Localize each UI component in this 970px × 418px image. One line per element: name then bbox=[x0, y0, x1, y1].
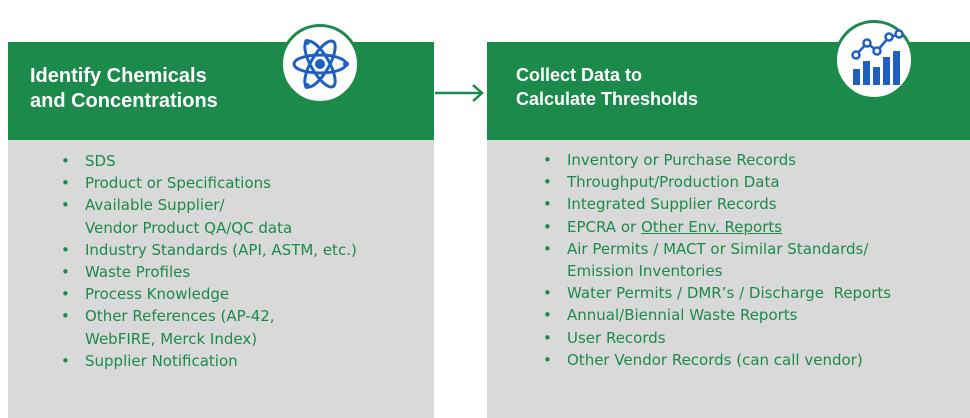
list-item: Water Permits / DMR’s / Discharge Report… bbox=[540, 282, 891, 304]
list-item: Process Knowledge bbox=[58, 283, 357, 305]
panel-header: Identify Chemicals and Concentrations bbox=[8, 42, 434, 140]
list-item: Air Permits / MACT or Similar Standards/… bbox=[540, 238, 891, 282]
list-item: Available Supplier/ Vendor Product QA/QC… bbox=[58, 194, 357, 238]
chart-icon-badge bbox=[834, 20, 914, 100]
panel-title: Collect Data to Calculate Thresholds bbox=[516, 63, 698, 111]
list-item: EPCRA or Other Env. Reports bbox=[540, 216, 891, 238]
list-item: Supplier Notification bbox=[58, 350, 357, 372]
list-item: Waste Profiles bbox=[58, 261, 357, 283]
panel-title-line: Collect Data to bbox=[516, 65, 643, 85]
bullet-list: SDS Product or Specifications Available … bbox=[58, 150, 357, 372]
list-item: Industry Standards (API, ASTM, etc.) bbox=[58, 239, 357, 261]
list-item: Inventory or Purchase Records bbox=[540, 149, 891, 171]
atom-icon-badge bbox=[280, 24, 360, 104]
list-item: Annual/Biennial Waste Reports bbox=[540, 304, 891, 326]
identify-chemicals-panel: Identify Chemicals and Concentrations SD… bbox=[8, 42, 434, 418]
panel-title: Identify Chemicals and Concentrations bbox=[30, 64, 218, 114]
collect-data-panel: Collect Data to Calculate Thresholds Inv… bbox=[487, 42, 970, 418]
atom-icon bbox=[292, 39, 349, 89]
list-item: Throughput/Production Data bbox=[540, 171, 891, 193]
panel-title-line: and Concentrations bbox=[30, 90, 218, 112]
right-arrow-icon bbox=[435, 84, 484, 102]
list-item: Other Vendor Records (can call vendor) bbox=[540, 349, 891, 371]
underlined-text: Other Env. Reports bbox=[640, 217, 783, 236]
list-item: SDS bbox=[58, 150, 357, 172]
panel-title-line: Identify Chemicals bbox=[30, 65, 207, 87]
bar-line-chart-icon bbox=[851, 29, 904, 85]
panel-title-line: Calculate Thresholds bbox=[516, 89, 699, 109]
list-item: Integrated Supplier Records bbox=[540, 193, 891, 215]
bullet-list: Inventory or Purchase Records Throughput… bbox=[540, 149, 891, 371]
list-item: User Records bbox=[540, 327, 891, 349]
list-item: Product or Specifications bbox=[58, 172, 357, 194]
list-item: Other References (AP-42, WebFIRE, Merck … bbox=[58, 305, 357, 349]
